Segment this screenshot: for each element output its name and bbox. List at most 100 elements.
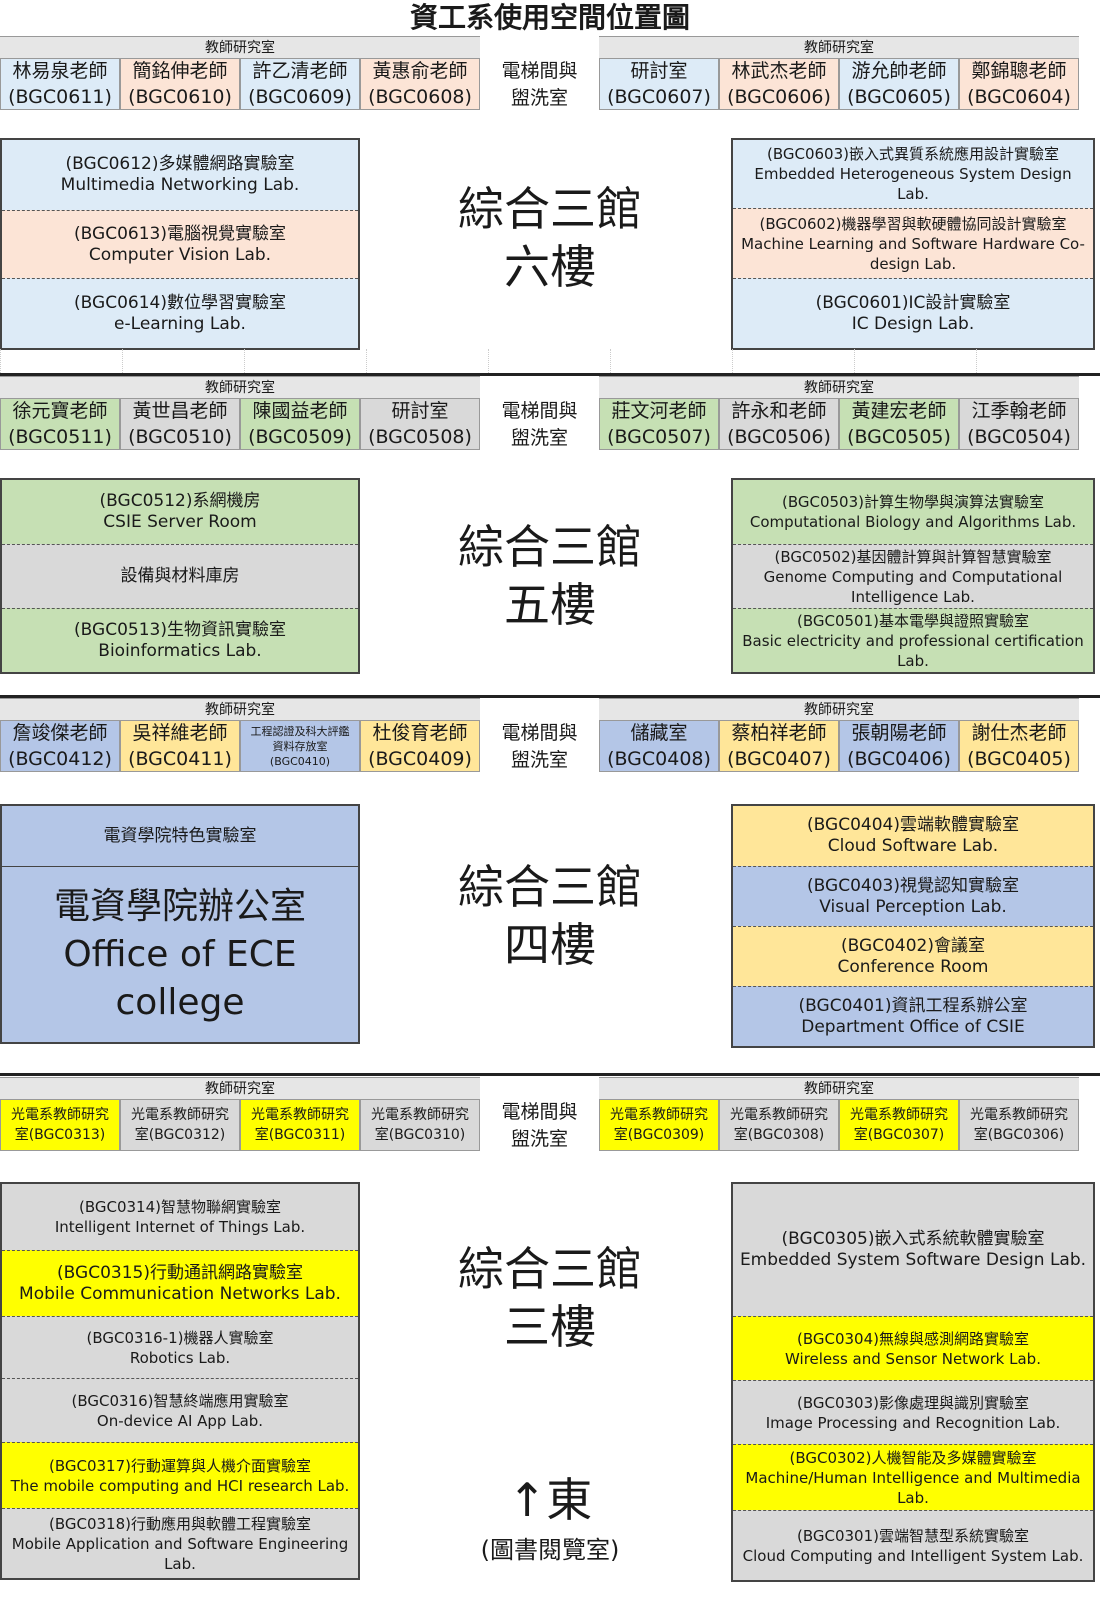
office-room[interactable]: 謝仕杰老師(BGC0405): [959, 720, 1079, 772]
elevator-label: 電梯間與: [501, 1101, 578, 1123]
office-room-text: 江季翰老師: [971, 400, 1067, 422]
office-room[interactable]: 張朝陽老師(BGC0406): [839, 720, 959, 772]
lab-room[interactable]: 設備與材料庫房: [2, 544, 358, 608]
office-room[interactable]: 鄭錦聰老師(BGC0604): [959, 58, 1079, 110]
office-room-text: (BGC0406): [847, 748, 951, 770]
office-room[interactable]: 簡銘伸老師(BGC0610): [120, 58, 240, 110]
building-floor-text: 綜合三館: [458, 520, 642, 574]
office-room-text: 室(BGC0306): [973, 1127, 1065, 1143]
office-room[interactable]: 蔡柏祥老師(BGC0407): [719, 720, 839, 772]
lab-room-text: (BGC0602)機器學習與軟硬體協同設計實驗室: [759, 214, 1067, 233]
office-room-text: 室(BGC0310): [374, 1127, 466, 1143]
office-room[interactable]: 林易泉老師(BGC0611): [0, 58, 120, 110]
office-room-text: (BGC0509): [248, 426, 352, 448]
office-room[interactable]: 莊文河老師(BGC0507): [599, 398, 719, 450]
office-room[interactable]: 徐元寶老師(BGC0511): [0, 398, 120, 450]
office-room[interactable]: 光電系教師研究室(BGC0312): [120, 1099, 240, 1151]
lab-room-text: Intelligent Internet of Things Lab.: [54, 1218, 306, 1236]
lab-room-text: (BGC0601)IC設計實驗室: [815, 292, 1011, 313]
office-room[interactable]: 吳祥維老師(BGC0411): [120, 720, 240, 772]
lab-room-text: 電資學院辦公室: [53, 885, 306, 927]
office-room[interactable]: 研討室(BGC0607): [599, 58, 719, 110]
office-room[interactable]: 黃惠俞老師(BGC0608): [360, 58, 480, 110]
faculty-office-group-label-left: 教師研究室: [0, 1077, 480, 1099]
lab-room-text: Mobile Application and Software Engineer…: [11, 1534, 349, 1573]
building-floor-text: 六樓: [504, 240, 596, 294]
blank-cell: [244, 349, 366, 375]
office-room[interactable]: 黃建宏老師(BGC0505): [839, 398, 959, 450]
office-room[interactable]: 林武杰老師(BGC0606): [719, 58, 839, 110]
lab-room-text: (BGC0612)多媒體網路實驗室: [65, 154, 295, 174]
office-room-text: 許乙清老師: [252, 60, 348, 82]
office-room-text: 杜俊育老師: [372, 722, 468, 744]
elevator-label: 電梯間與: [501, 400, 578, 422]
office-room[interactable]: 黃世昌老師(BGC0510): [120, 398, 240, 450]
office-room[interactable]: 江季翰老師(BGC0504): [959, 398, 1079, 450]
office-room-text: 光電系教師研究: [730, 1107, 828, 1123]
office-room[interactable]: 光電系教師研究室(BGC0307): [839, 1099, 959, 1151]
lab-room-text: (BGC0303)影像處理與識別實驗室: [796, 1393, 1029, 1412]
office-room-text: 光電系教師研究: [131, 1107, 229, 1123]
office-room[interactable]: 儲藏室(BGC0408): [599, 720, 719, 772]
lab-room-text: (BGC0304)無線與感測網路實驗室: [796, 1329, 1029, 1348]
lab-room-text: (BGC0401)資訊工程系辦公室: [798, 995, 1028, 1016]
elevator-label: 電梯間與: [501, 722, 578, 744]
office-room-text: (BGC0608): [368, 86, 472, 108]
office-room[interactable]: 游允帥老師(BGC0605): [839, 58, 959, 110]
office-room[interactable]: 光電系教師研究室(BGC0313): [0, 1099, 120, 1151]
office-room-text: 黃世昌老師: [132, 400, 228, 422]
office-room[interactable]: 杜俊育老師(BGC0409): [360, 720, 480, 772]
lab-room[interactable]: (BGC0314)智慧物聯網實驗室 Intelligent Internet of…: [2, 1184, 358, 1250]
office-room[interactable]: 光電系教師研究室(BGC0306): [959, 1099, 1079, 1151]
office-room[interactable]: 許乙清老師(BGC0609): [240, 58, 360, 110]
office-room-text: (BGC0408): [607, 748, 711, 770]
building-floor-text: 三樓: [504, 1300, 596, 1354]
faculty-office-group-label-right: 教師研究室: [599, 36, 1079, 58]
office-room[interactable]: 光電系教師研究室(BGC0308): [719, 1099, 839, 1151]
lab-room[interactable]: 電資學院特色實驗室: [2, 806, 358, 866]
lab-room-text: Bioinformatics Lab.: [98, 640, 262, 661]
library-label: (圖書閱覽室): [480, 1536, 620, 1564]
lab-room-text: (BGC0314)智慧物聯網實驗室: [78, 1198, 281, 1216]
office-room[interactable]: 光電系教師研究室(BGC0311): [240, 1099, 360, 1151]
office-room-text: 游允帥老師: [851, 60, 947, 82]
office-room[interactable]: 光電系教師研究室(BGC0309): [599, 1099, 719, 1151]
office-room[interactable]: 陳國益老師(BGC0509): [240, 398, 360, 450]
office-room-text: (BGC0610): [128, 86, 232, 108]
lab-room-text: (BGC0513)生物資訊實驗室: [74, 619, 286, 640]
office-room[interactable]: 研討室(BGC0508): [360, 398, 480, 450]
office-room[interactable]: 工程認證及科大評鑑資料存放室(BGC0410): [240, 720, 360, 772]
office-room[interactable]: 許永和老師(BGC0506): [719, 398, 839, 450]
office-room-text: 許永和老師: [731, 400, 827, 422]
office-room[interactable]: 詹竣傑老師(BGC0412): [0, 720, 120, 772]
office-room-text: (BGC0412): [8, 748, 112, 770]
office-room[interactable]: 光電系教師研究室(BGC0310): [360, 1099, 480, 1151]
